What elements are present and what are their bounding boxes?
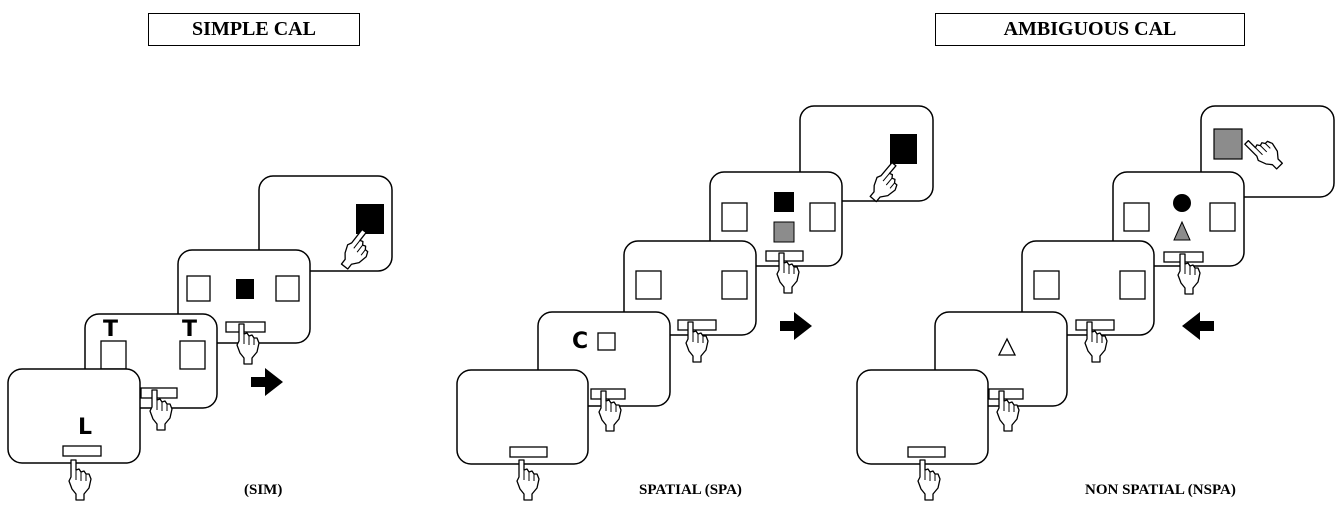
home-key <box>908 447 945 457</box>
right-response-box <box>180 341 205 369</box>
sim-target-label-right: T <box>182 317 197 342</box>
sim-screen-1: L <box>8 369 140 500</box>
left-response-box <box>1034 271 1059 299</box>
pointing-hand-icon <box>517 460 539 500</box>
spa-condition-label: SPATIAL (SPA) <box>639 482 742 499</box>
home-key <box>226 322 265 332</box>
nspa-feedback-gray-square <box>1214 129 1242 159</box>
right-response-box <box>722 271 747 299</box>
spa-cue-square <box>598 333 615 350</box>
sim-target-square <box>236 279 254 299</box>
right-response-box <box>1120 271 1145 299</box>
right-response-box <box>1210 203 1235 231</box>
home-key <box>678 320 716 330</box>
pointing-hand-icon <box>918 460 940 500</box>
home-key <box>63 446 101 456</box>
sim-target-label-left: T <box>103 317 118 342</box>
nspa-condition-label: NON SPATIAL (NSPA) <box>1085 482 1236 499</box>
right-arrow-icon <box>780 312 812 340</box>
home-key <box>989 389 1023 399</box>
sim-feedback-square <box>356 204 384 234</box>
right-response-box <box>276 276 299 301</box>
spa-feedback-square <box>890 134 917 164</box>
left-arrow-icon <box>1182 312 1214 340</box>
nspa-screen-1 <box>857 370 988 500</box>
spa-gray-square <box>774 222 794 242</box>
home-key <box>510 447 547 457</box>
spa-black-square <box>774 192 794 212</box>
left-response-box <box>636 271 661 299</box>
home-key <box>591 389 625 399</box>
home-key <box>1076 320 1114 330</box>
home-key <box>141 388 177 398</box>
left-response-box <box>722 203 747 231</box>
spa-screen-1 <box>457 370 588 500</box>
sim-cue-letter: L <box>78 415 92 440</box>
right-response-box <box>810 203 835 231</box>
sim-condition-label: (SIM) <box>244 482 282 499</box>
left-response-box <box>101 341 126 369</box>
pointing-hand-icon <box>69 460 91 500</box>
spa-cue-letter: C <box>572 329 588 354</box>
left-response-box <box>187 276 210 301</box>
right-arrow-icon <box>251 368 283 396</box>
left-response-box <box>1124 203 1149 231</box>
circle-icon <box>1173 194 1191 212</box>
